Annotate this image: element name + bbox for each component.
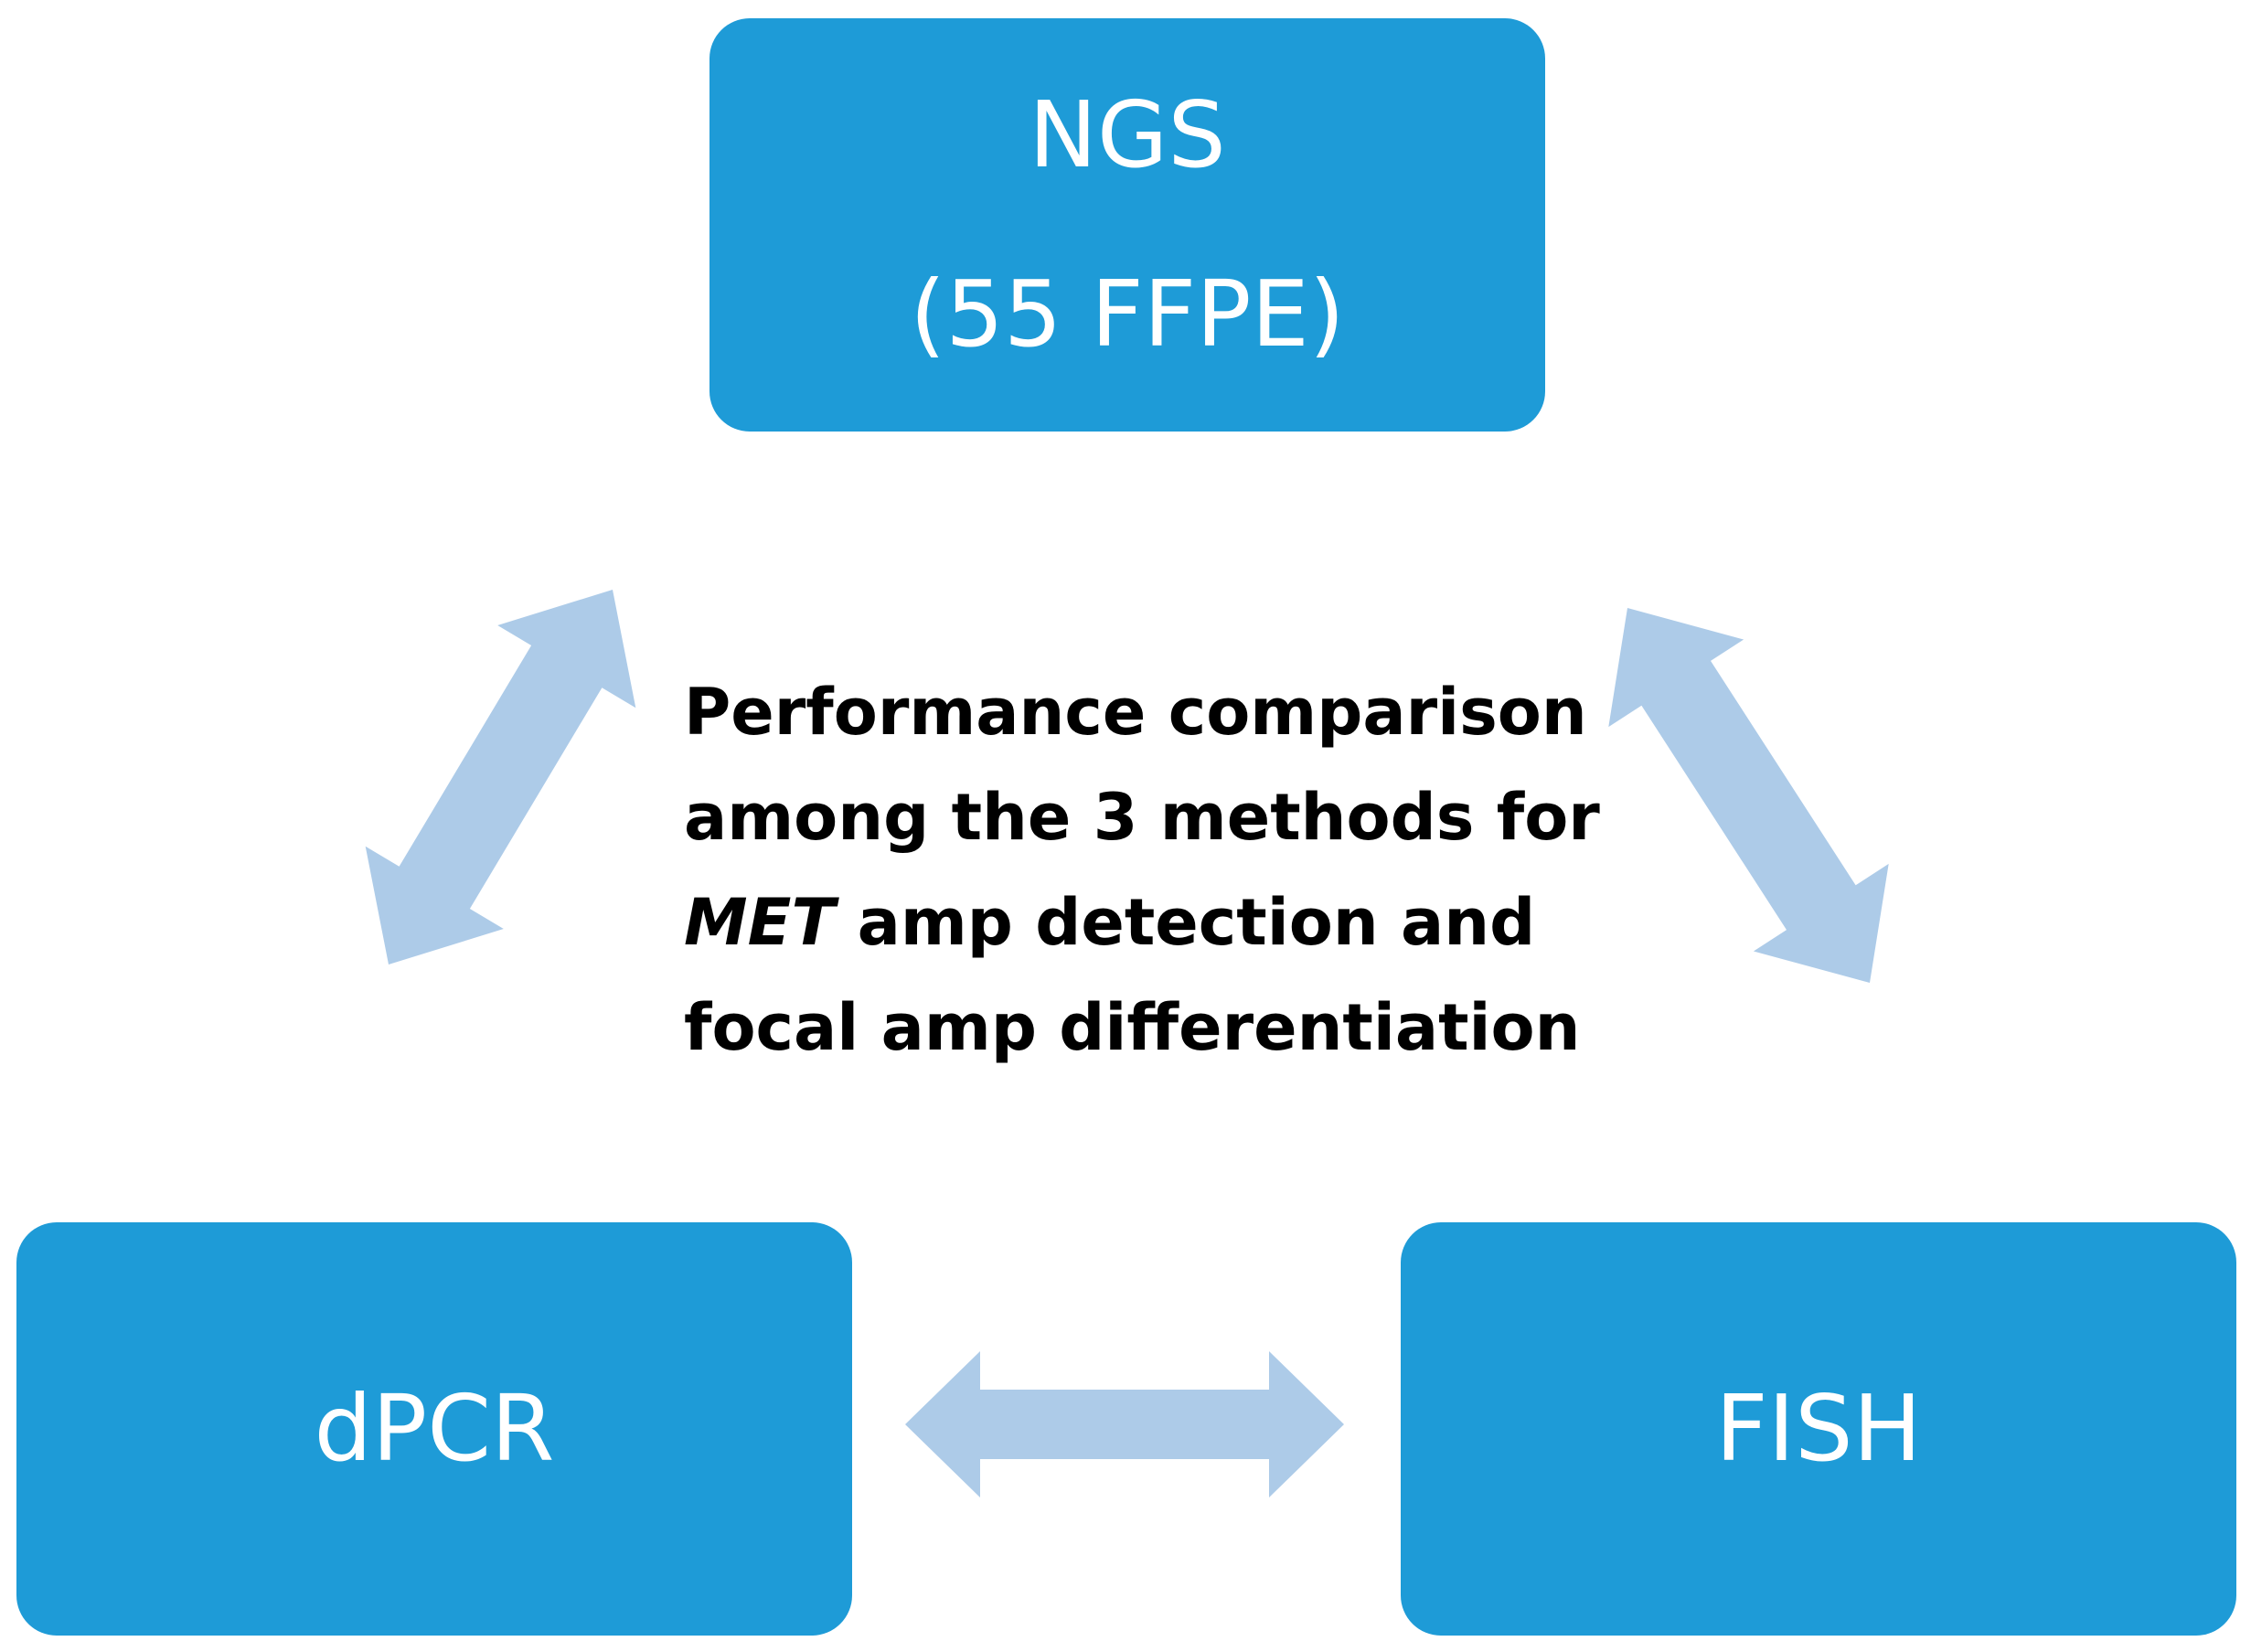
arrow-ngs-fish	[1608, 608, 1889, 983]
caption-line-2: among the 3 methods for	[684, 780, 1600, 855]
ngs-box: NGS (55 FFPE)	[709, 18, 1545, 432]
dpcr-label: dPCR	[314, 1375, 555, 1482]
caption-gene-name: MET	[684, 885, 836, 960]
center-caption: Performance comparison among the 3 metho…	[684, 660, 1600, 1081]
caption-line-3-rest: amp detection and	[835, 885, 1536, 960]
ngs-label: NGS	[1029, 81, 1226, 188]
ngs-sample-label: (55 FFPE)	[910, 261, 1345, 368]
fish-label: FISH	[1715, 1375, 1922, 1482]
fish-box: FISH	[1401, 1222, 2236, 1636]
caption-line-3: MET amp detection and	[684, 870, 1598, 975]
arrow-ngs-dpcr	[365, 590, 636, 965]
caption-line-1: Performance comparison	[684, 675, 1587, 750]
arrow-dpcr-fish	[905, 1351, 1344, 1497]
caption-line-4: focal amp differentiation	[684, 990, 1581, 1065]
dpcr-box: dPCR	[16, 1222, 852, 1636]
